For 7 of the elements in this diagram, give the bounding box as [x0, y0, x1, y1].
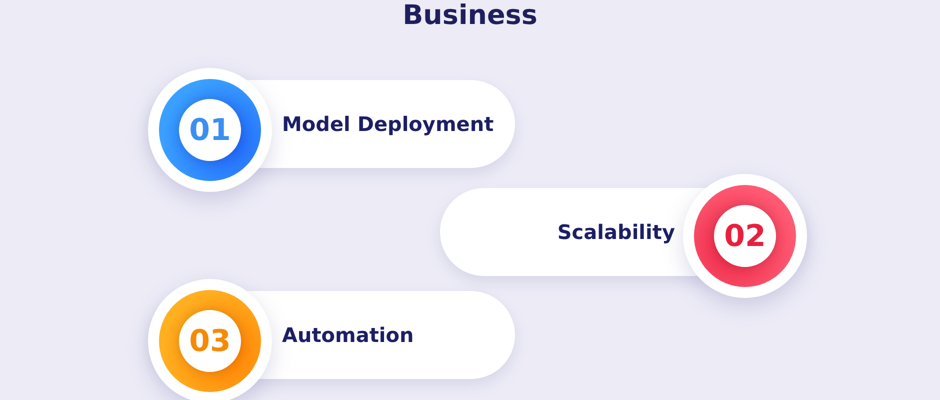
step-label: Model Deployment [282, 112, 494, 136]
step-number: 01 [189, 112, 231, 148]
title: Business [402, 0, 538, 31]
step-label: Scalability [557, 220, 675, 244]
step-number: 03 [189, 324, 231, 358]
step-label: Automation [282, 323, 414, 347]
step-number: 02 [724, 218, 766, 254]
